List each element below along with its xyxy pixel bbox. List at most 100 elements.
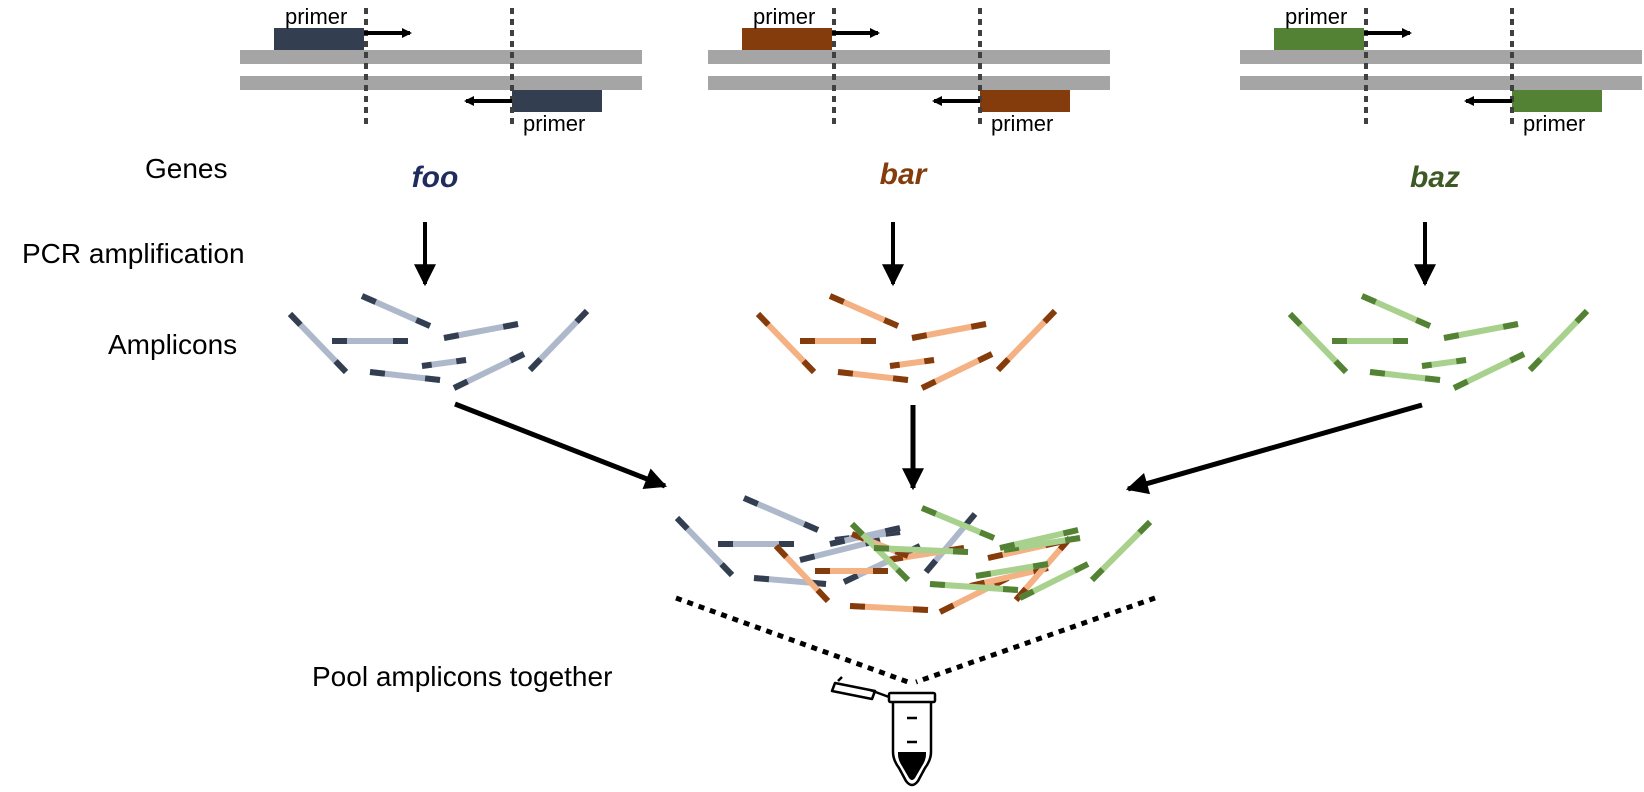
- microcentrifuge-tube-icon: [830, 676, 937, 787]
- amplicon-end: [1002, 585, 1019, 593]
- dna-strand-bottom: [240, 76, 642, 90]
- amplicon: [443, 321, 519, 341]
- amplicon-end: [1369, 369, 1386, 377]
- amplicon-end: [1018, 588, 1035, 601]
- amplicon: [755, 311, 817, 375]
- amplicon-end: [920, 378, 937, 391]
- amplicon-end: [1137, 519, 1153, 535]
- amplicon: [452, 351, 526, 391]
- pcr-row-label: PCR amplification: [22, 238, 245, 269]
- amplicon-end: [1073, 561, 1090, 574]
- amplicon-end: [873, 545, 890, 552]
- amplicon-end: [938, 602, 955, 615]
- amplicon: [1443, 321, 1519, 341]
- amplicon: [1018, 561, 1090, 601]
- amplicon-end: [923, 357, 935, 365]
- funnel-right-line: [915, 595, 1156, 685]
- funnel-left-line: [675, 595, 909, 685]
- amplicon-end: [509, 351, 526, 364]
- forward-primer-label: primer: [285, 4, 347, 29]
- amplicon-end: [977, 351, 994, 364]
- amplicon: [1369, 369, 1441, 383]
- pool-arrows: [454, 401, 1423, 495]
- amplicon: [360, 293, 432, 329]
- amplicon-end: [920, 505, 937, 517]
- amplicon-end: [719, 562, 735, 578]
- amplicon: [1360, 293, 1432, 329]
- amplicon: [369, 369, 441, 383]
- amplicon-end: [987, 551, 1004, 561]
- amplicon-end: [443, 332, 460, 341]
- dna-strand-top: [240, 50, 642, 64]
- amplicon-end: [755, 311, 771, 327]
- amplicon-end: [287, 311, 303, 327]
- amplicon-end: [753, 575, 770, 583]
- amplicon: [674, 515, 735, 578]
- reverse-primer-label: primer: [523, 111, 585, 136]
- pool-arrow-left: [454, 401, 668, 490]
- amplicon-end: [799, 553, 816, 563]
- amplicon-end: [1574, 308, 1590, 324]
- amplicon-end: [929, 581, 946, 589]
- forward-primer-label: primer: [753, 4, 815, 29]
- genes-row-label: Genes: [145, 153, 228, 184]
- amplicon-end: [884, 525, 901, 535]
- dna-strand-top: [708, 50, 1110, 64]
- amplicon-end: [1089, 567, 1105, 583]
- amplicon-end: [1455, 357, 1467, 365]
- amplicon-end: [995, 357, 1011, 373]
- amplicon-end: [999, 541, 1016, 551]
- amplicon-end: [773, 543, 789, 559]
- amplicon-end: [975, 570, 992, 579]
- amplicon-end: [1415, 317, 1432, 329]
- amplicon-end: [829, 537, 846, 547]
- amplicon-end: [1062, 527, 1079, 537]
- reverse-primer: [512, 90, 602, 112]
- amplicon-end: [421, 361, 433, 369]
- amplicon-end: [415, 317, 432, 329]
- gene-name-foo: foo: [412, 161, 459, 194]
- gene-name-bar: bar: [880, 158, 929, 191]
- amplicon: [837, 369, 909, 383]
- amplicon: [287, 311, 349, 375]
- amplicon-end: [455, 357, 467, 365]
- reverse-primer: [980, 90, 1070, 112]
- amplicon-end: [574, 308, 590, 324]
- amplicon: [849, 521, 911, 583]
- amplicon-end: [1443, 332, 1460, 341]
- gene-name-baz: baz: [1410, 161, 1460, 194]
- amplicon: [421, 357, 467, 369]
- amplicon: [920, 351, 994, 391]
- amplicon: [1527, 308, 1590, 373]
- forward-primer: [742, 28, 832, 50]
- amplicon-end: [360, 293, 377, 305]
- dna-strand-bottom: [708, 76, 1110, 90]
- amplicon-end: [883, 317, 900, 329]
- amplicon: [1421, 357, 1467, 369]
- forward-primer: [274, 28, 364, 50]
- pool-row-label: Pool amplicons together: [312, 661, 612, 692]
- amplicon-end: [889, 361, 901, 369]
- amplicon-end: [1452, 378, 1469, 391]
- amplicon-end: [828, 293, 845, 305]
- amplicon-end: [674, 515, 690, 531]
- amplicon-end: [1421, 361, 1433, 369]
- amplicon-end: [1042, 308, 1058, 324]
- amplicon-end: [1064, 535, 1081, 544]
- amplicon-end: [1333, 359, 1349, 375]
- amplicon-end: [333, 359, 349, 375]
- amplicon: [527, 308, 590, 373]
- amplicon-end: [369, 369, 386, 377]
- amplicon-end: [842, 572, 859, 585]
- amplicon-end: [452, 378, 469, 391]
- amplicon-end: [1032, 561, 1049, 570]
- dna-strand-top: [1240, 50, 1642, 64]
- amplicon: [889, 357, 935, 369]
- amplicon: [849, 603, 929, 613]
- amplicon-end: [837, 369, 854, 377]
- amplicon-end: [912, 606, 929, 613]
- amplicon-end: [952, 548, 969, 555]
- amplicon-end: [803, 521, 820, 533]
- pool-arrow-right: [1125, 402, 1423, 495]
